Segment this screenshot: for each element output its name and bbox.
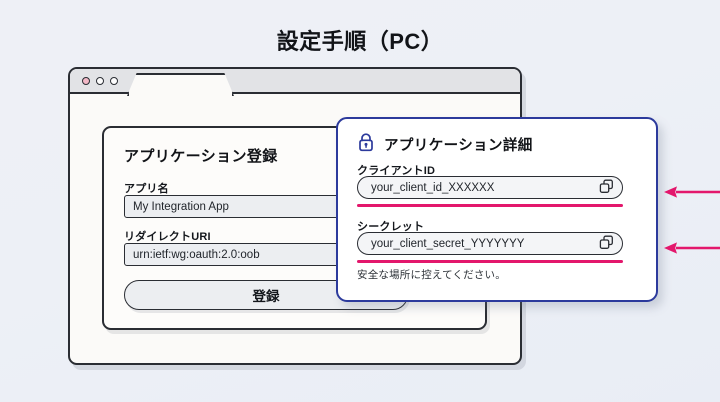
callout-arrow-client-id	[662, 185, 720, 199]
client-id-label: クライアントID	[357, 165, 436, 177]
page-title: 設定手順（PC）	[276, 29, 444, 54]
client-secret-value: your_client_secret_YYYYYYY	[371, 237, 525, 250]
detail-popup-title: アプリケーション詳細	[384, 138, 533, 154]
client-id-field[interactable]: your_client_id_XXXXXX	[357, 176, 623, 199]
lock-icon	[357, 132, 375, 157]
redirect-uri-input[interactable]: urn:ietf:wg:oauth:2.0:oob	[124, 243, 394, 266]
client-id-value: your_client_id_XXXXXX	[371, 181, 495, 194]
detail-popup-note: 安全な場所に控えてください。	[357, 269, 506, 281]
copy-icon[interactable]	[599, 179, 614, 197]
app-name-label: アプリ名	[124, 183, 169, 195]
application-detail-popup: アプリケーション詳細 クライアントID your_client_id_XXXXX…	[336, 117, 658, 302]
window-minimize-dot[interactable]	[96, 77, 104, 85]
window-maximize-dot[interactable]	[110, 77, 118, 85]
redirect-uri-label: リダイレクトURI	[124, 231, 211, 243]
callout-arrow-client-secret	[662, 241, 720, 255]
copy-icon[interactable]	[599, 235, 614, 253]
client-secret-highlight-underline	[357, 260, 623, 263]
client-id-highlight-underline	[357, 204, 623, 207]
registration-card-title: アプリケーション登録	[124, 148, 278, 165]
client-secret-field[interactable]: your_client_secret_YYYYYYY	[357, 232, 623, 255]
app-name-input[interactable]: My Integration App	[124, 195, 394, 218]
detail-popup-header: アプリケーション詳細	[357, 132, 533, 157]
browser-tab[interactable]	[127, 73, 234, 96]
client-secret-label: シークレット	[357, 221, 425, 233]
window-close-dot[interactable]	[82, 77, 90, 85]
